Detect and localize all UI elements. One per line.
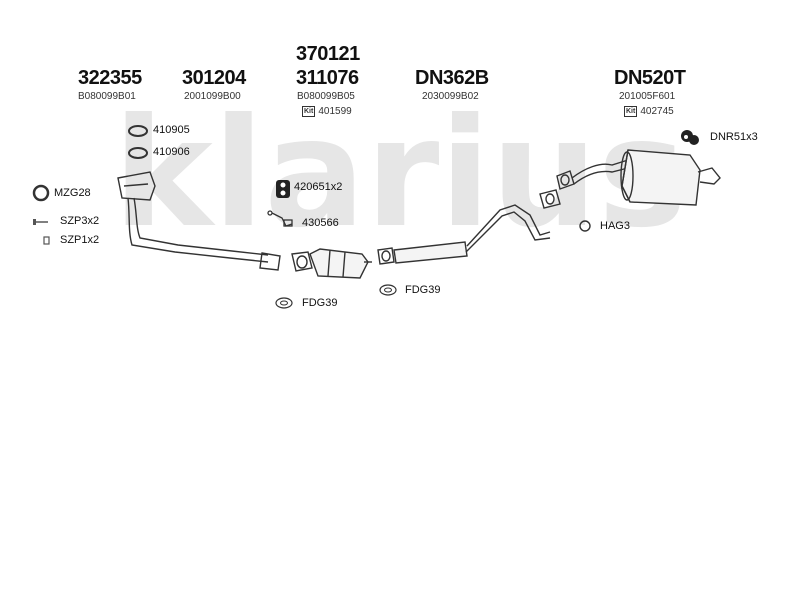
part-number-301204: 301204	[182, 67, 246, 89]
label-mzg28: MZG28	[54, 187, 91, 199]
rear-silencer-icon	[556, 149, 721, 206]
center-pipe-icon	[377, 189, 561, 265]
ring-mzg28-icon	[32, 184, 50, 202]
label-szp3x2: SZP3x2	[60, 215, 100, 227]
gasket-fdg39-b-icon	[379, 284, 397, 296]
kit-number: 402745	[640, 106, 674, 117]
gasket-410905-icon	[128, 125, 148, 137]
part-number-311076: 311076	[296, 67, 359, 89]
part-number-dn362b: DN362B	[415, 67, 489, 89]
label-fdg39-b: FDG39	[405, 284, 441, 296]
label-dnr51x3: DNR51x3	[710, 131, 758, 143]
code-311076: B080099B05	[297, 91, 355, 102]
label-430566: 430566	[302, 217, 339, 229]
code-322355: B080099B01	[78, 91, 136, 102]
part-number-322355: 322355	[78, 67, 142, 89]
rubber-mount-icon	[276, 180, 290, 198]
kit-402745: Kit 402745	[624, 106, 674, 117]
code-301204: 2001099B00	[184, 91, 241, 102]
nut-szp1-icon	[43, 236, 50, 245]
gasket-fdg39-a-icon	[275, 297, 293, 309]
kit-number: 401599	[318, 106, 352, 117]
kit-badge: Kit	[624, 106, 638, 117]
gasket-410906-icon	[128, 147, 148, 159]
label-hag3: HAG3	[600, 220, 630, 232]
label-410905: 410905	[153, 124, 190, 136]
kit-401599: Kit 401599	[302, 106, 352, 117]
label-420651x2: 420651x2	[294, 181, 343, 193]
code-dn362b: 2030099B02	[422, 91, 479, 102]
ring-hag3-icon	[579, 220, 591, 232]
part-number-dn520t: DN520T	[614, 67, 686, 89]
part-number-370121: 370121	[296, 43, 360, 65]
label-szp1x2: SZP1x2	[60, 234, 100, 246]
catalyst-icon	[291, 248, 372, 279]
bracket-430566-icon	[267, 210, 293, 227]
code-dn520t: 201005F601	[619, 91, 676, 102]
label-410906: 410906	[153, 146, 190, 158]
front-pipe-icon	[117, 171, 281, 271]
bolt-szp3-icon	[33, 219, 48, 225]
kit-badge: Kit	[302, 106, 316, 117]
grommet-dnr51-icon	[681, 130, 699, 145]
label-fdg39-a: FDG39	[302, 297, 338, 309]
